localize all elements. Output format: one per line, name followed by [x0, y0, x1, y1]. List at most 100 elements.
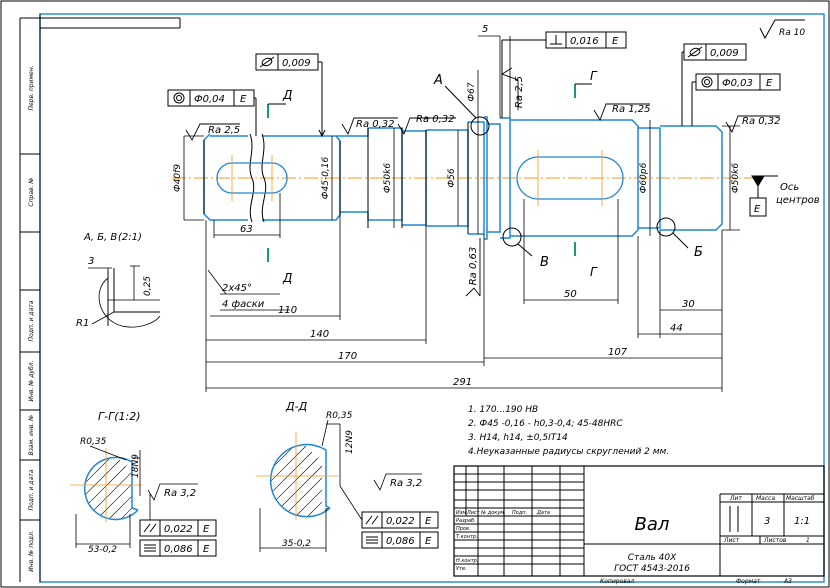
general-roughness: Ra 10: [759, 19, 805, 40]
tol-f7a-base: E: [425, 516, 432, 527]
note-3: 3. Н14, h14, ±0,5IT14: [468, 433, 568, 443]
tb-col-date: Дата: [536, 510, 550, 516]
detail-circle-b: [656, 217, 676, 237]
detail-dim-025: 0,25: [143, 276, 153, 296]
margin-label-sign-date-2: Подп. и дата: [28, 469, 35, 510]
tb-listov: Листов: [763, 537, 787, 544]
dim-44: 44: [670, 323, 683, 334]
tb-col-list: Лист: [466, 510, 481, 516]
detail-view: А, Б, В (2:1) 3 0,25 R1: [76, 232, 161, 329]
tb-col-izm: Изм: [456, 510, 466, 516]
material-line-2: ГОСТ 4543-2016: [614, 564, 690, 574]
tol-f2-value: Ф0,04: [194, 94, 225, 105]
roughness-r4: Ra 2,5: [514, 76, 525, 108]
tb-listov-val: 1: [806, 537, 810, 544]
inner-frame: [39, 13, 825, 583]
detail-title: А, Б, В: [83, 232, 117, 243]
diameter-labels: Ф40f9 Ф45-0,16 Ф50k6 Ф56 Ф67 Ф60p6 Ф50k6: [173, 82, 741, 199]
dimension-5: 5: [478, 24, 511, 118]
section-d-depth: 35-0,2: [282, 539, 311, 549]
tb-row-razrab: Разраб.: [456, 518, 476, 524]
margin-label-first-use: Перв. примен.: [28, 65, 35, 110]
section-d-title: Д-Д: [285, 400, 308, 413]
diameter-dimensions: [183, 70, 740, 236]
note-1: 1. 170...190 НВ: [468, 405, 538, 415]
margin-label-repl-inv: Взам. инв. №: [28, 415, 35, 456]
roughness-r2: Ra 0,32: [356, 119, 395, 130]
dim-107: 107: [608, 347, 628, 358]
tol-f3-value: 0,016: [570, 36, 599, 47]
tb-row-prov: Пров.: [456, 526, 471, 532]
detail-circle-v: [502, 227, 522, 247]
tol-f2-base: E: [240, 94, 247, 105]
technical-notes: 1. 170...190 НВ 2. Ф45 -0,16 - h0,3-0,4;…: [468, 405, 669, 457]
mark-v: В: [540, 255, 549, 270]
tb-kopiroval: Копировал: [600, 578, 634, 585]
tol-f6a-value: 0,022: [164, 524, 193, 535]
section-g-depth: 53-0,2: [88, 545, 117, 555]
tol-f7a-value: 0,022: [386, 516, 415, 527]
datum-letter: E: [754, 204, 761, 215]
section-d-keyway: 12N9: [345, 430, 355, 454]
dim-140: 140: [310, 329, 329, 340]
dia-d2: Ф45-0,16: [321, 156, 331, 199]
tb-row-nkontr: Н.контр.: [456, 558, 478, 564]
roughness-r3: Ra 0,32: [416, 114, 455, 125]
datum-label-2: центров: [776, 195, 820, 206]
length-dimension-labels: 63 2х45° 4 фаски 110 140 170 291 50 30 4…: [222, 224, 695, 388]
dim-50: 50: [564, 289, 577, 300]
tb-list: Лист: [723, 537, 740, 544]
section-g: Г-Г(1:2) R0,35 18N9 Ra 3,2 53-0,2: [70, 410, 217, 557]
dia-d4: Ф56: [447, 168, 457, 187]
tol-f1-value: 0,009: [282, 58, 311, 69]
margin-label-orig-inv: Инв. № подл.: [28, 530, 35, 571]
detail-scale: (2:1): [118, 232, 142, 243]
chamfer-line-2: 4 фаски: [222, 299, 265, 310]
roughness-r5: Ra 1,25: [612, 104, 651, 115]
note-4: 4.Неуказанные радиусы скруглений 2 мм.: [468, 447, 669, 457]
dia-d1: Ф40f9: [173, 164, 183, 192]
detail-radius: R1: [76, 318, 89, 329]
tb-hdr-massa: Масса: [756, 495, 775, 502]
tol-f5-base: E: [766, 78, 773, 89]
tb-hdr-lit: Лит: [729, 495, 742, 502]
tolerance-frame-2: Ф0,04 E: [167, 89, 257, 136]
material-line-1: Сталь 40Х: [628, 553, 677, 563]
margin-labels: Перв. примен. Справ. № Подп. и дата Инв.…: [28, 65, 35, 571]
tb-hdr-masshtab: Масштаб: [786, 495, 815, 502]
mark-d-top: Д: [282, 88, 292, 102]
shaft-main-view: А В Б: [172, 73, 760, 270]
datum-e: E Ось центров: [749, 175, 820, 217]
mark-g-bottom: Г: [590, 265, 598, 279]
dia-d3: Ф50k6: [383, 163, 393, 193]
roughness-r6: Ra 0,32: [742, 116, 781, 127]
roughness-r8: Ra 3,2: [164, 488, 196, 499]
roughness-r9: Ra 3,2: [390, 478, 422, 489]
detail-dim-3: 3: [88, 256, 94, 267]
tol-f7b-value: 0,086: [386, 536, 415, 547]
tb-row-utv: Утв.: [456, 566, 467, 572]
detail-circle-a: [470, 116, 490, 136]
length-dimension-lines: [205, 193, 723, 392]
margin-label-dup-inv: Инв. № дубл.: [28, 360, 35, 401]
tol-f6b-base: E: [203, 544, 210, 555]
section-d: Д-Д R0,35 12N9 Ra 3,2 35-0,2: [256, 400, 439, 552]
section-g-radius: R0,35: [80, 437, 107, 447]
chamfer-line-1: 2х45°: [222, 283, 252, 294]
dia-d5: Ф67: [467, 82, 477, 101]
tol-f7b-base: E: [425, 536, 432, 547]
mark-g-top: Г: [590, 69, 598, 83]
tb-col-sign: Подп.: [512, 510, 527, 516]
dim-291: 291: [453, 377, 472, 388]
tolerance-frame-5: Ф0,03 E: [691, 73, 781, 126]
dia-d6: Ф60p6: [639, 162, 649, 193]
title-block: Изм Лист № докум. Подп. Дата Разраб. Про…: [453, 465, 825, 585]
margin-label-ref-no: Справ. №: [28, 177, 35, 206]
dim-170: 170: [338, 351, 357, 362]
dia-d7: Ф50k6: [731, 163, 741, 193]
mark-d-bottom: Д: [282, 271, 292, 285]
tb-masshtab: 1:1: [794, 516, 810, 527]
roughness-r7: Ra 0,63: [468, 247, 479, 286]
tolerance-frame-1: 0,009: [255, 53, 326, 138]
mark-a: А: [433, 73, 443, 88]
